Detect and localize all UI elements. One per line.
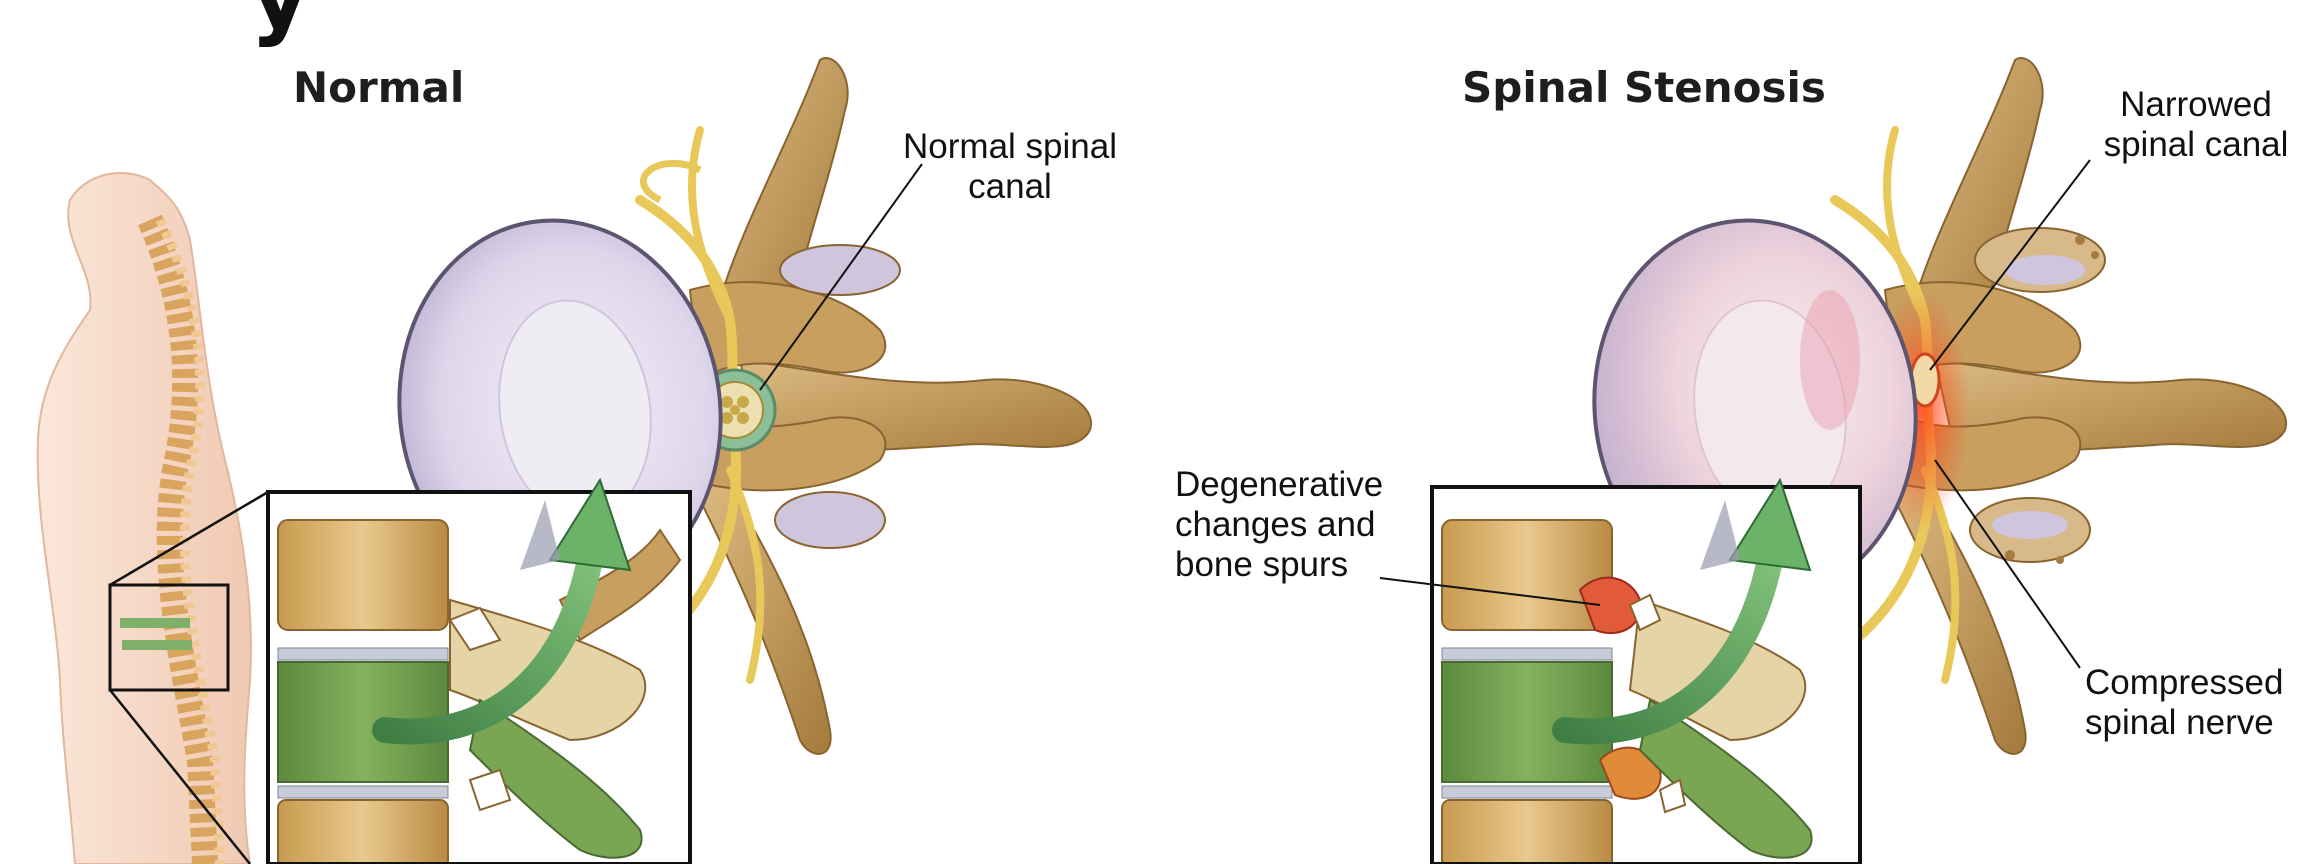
normal-spinal-canal-label: Normal spinal canal	[880, 127, 1140, 207]
degenerative-changes-label: Degenerative changes and bone spurs	[1175, 465, 1395, 585]
figure-title-fragment: y	[250, 0, 310, 49]
narrowed-spinal-canal-label: Narrowed spinal canal	[2087, 85, 2305, 165]
normal-inset-side-view	[268, 492, 690, 864]
stenosis-panel-title: Spinal Stenosis	[1462, 63, 1826, 112]
normal-panel-title: Normal	[293, 63, 464, 112]
compressed-spinal-nerve-label: Compressed spinal nerve	[2085, 663, 2305, 743]
